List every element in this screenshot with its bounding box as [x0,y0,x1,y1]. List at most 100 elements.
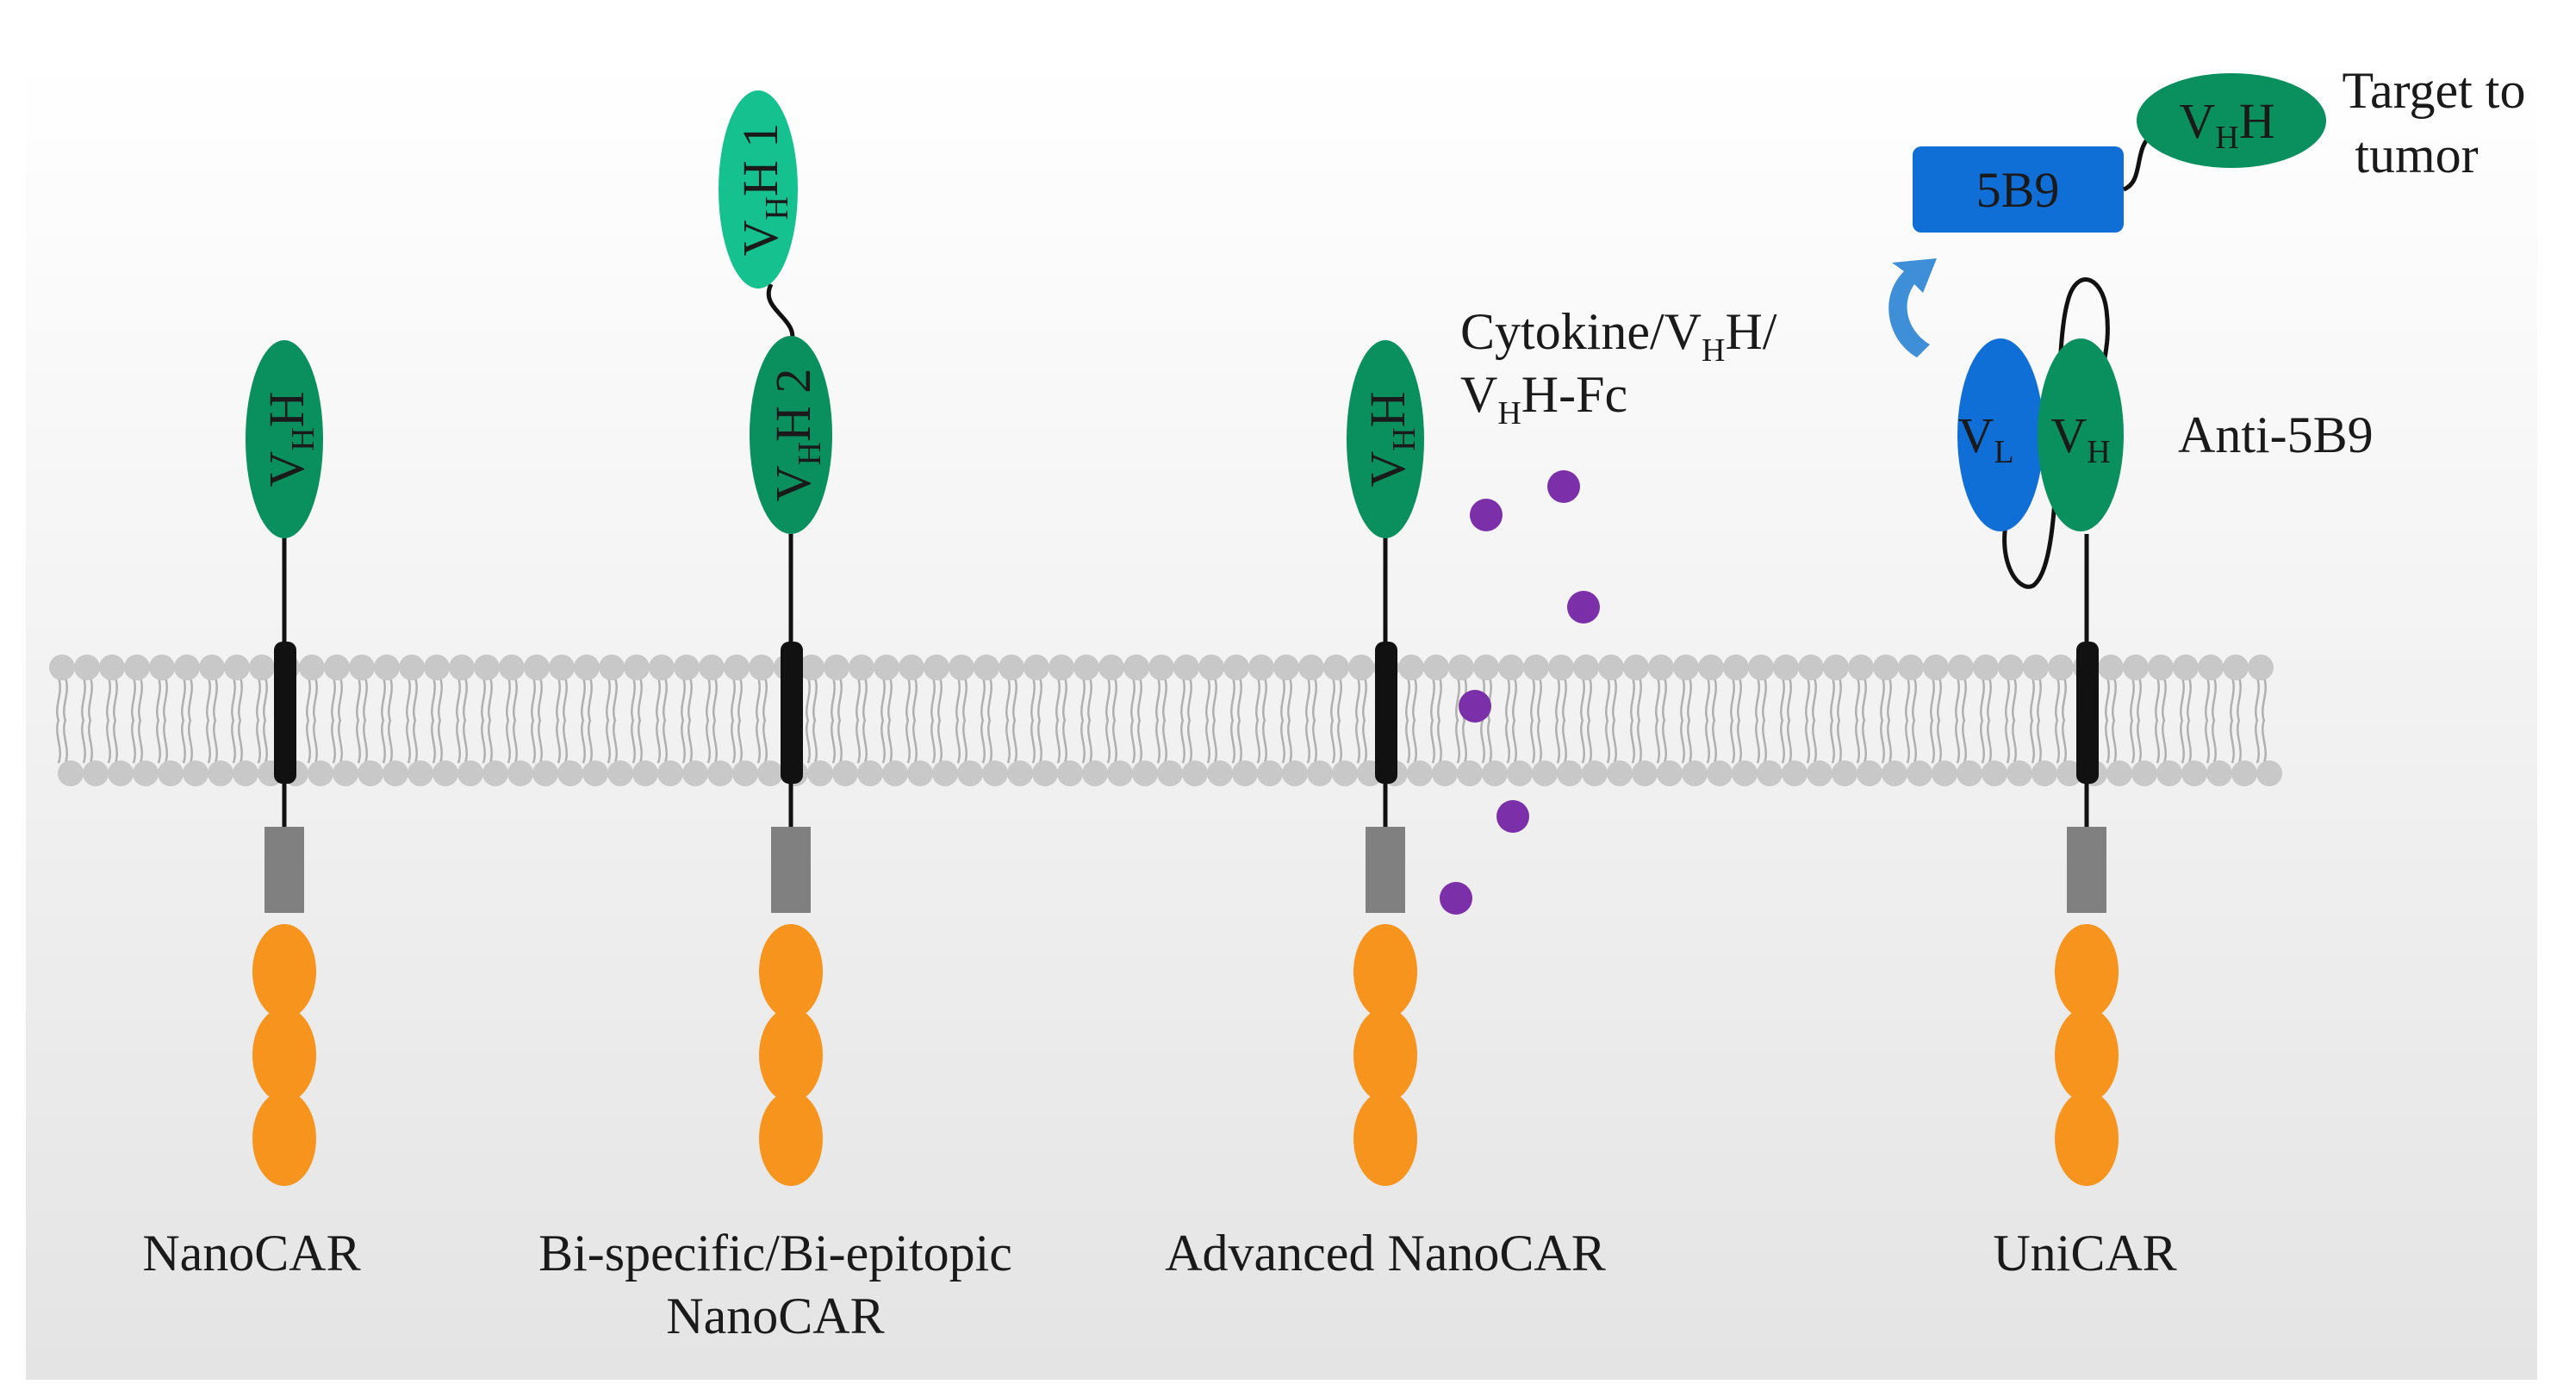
lipid-tail [231,719,236,764]
lipid-tail [606,719,611,764]
lipid-head [2181,760,2207,786]
adaptor-target-label-line2: tumor [2355,127,2478,183]
lipid-head [1573,655,1599,680]
lipid-head [449,655,475,680]
lipid-tail [1930,719,1935,764]
lipid-tail [106,719,111,764]
lipid-tail [431,719,436,764]
lipid-head [2106,760,2132,786]
lipid-tail [613,677,618,722]
lipid-tail [1862,677,1867,722]
lipid-head [474,655,500,680]
lipid-head [1623,655,1649,680]
lipid-tail [1080,719,1086,764]
lipid-head [174,655,200,680]
lipid-head [1823,655,1849,680]
lipid-tail [1962,719,1967,764]
lipid-tail [1812,677,1817,722]
lipid-tail [1012,719,1017,764]
lipid-tail [156,719,161,764]
lipid-tail [1355,719,1360,764]
lipid-tail [1105,719,1111,764]
bispecific-signaling-domain-3 [759,1091,823,1186]
lipid-head [932,760,958,786]
lipid-tail [1762,719,1767,764]
lipid-head [1882,760,1907,786]
lipid-tail [1012,677,1017,722]
lipid-tail [1330,677,1335,722]
lipid-head [557,760,583,786]
lipid-tail [1355,677,1360,722]
lipid-tail [731,677,736,722]
lipid-tail [1005,719,1011,764]
lipid-tail [1455,677,1460,722]
lipid-tail [506,719,511,764]
lipid-head [1607,760,1633,786]
lipid-tail [138,677,143,722]
lipid-tail [706,719,711,764]
lipid-head [432,760,458,786]
lipid-tail [81,719,86,764]
lipid-head [824,655,849,680]
lipid-head [1498,655,1524,680]
unicar-signaling-domain-2 [2055,1008,2119,1102]
lipid-head [1748,655,1774,680]
lipid-tail [456,677,461,722]
lipid-tail [256,677,261,722]
lipid-tail [1187,677,1192,722]
lipid-tail [538,677,543,722]
lipid-head [2123,655,2149,680]
lipid-head [83,760,109,786]
lipid-head [1807,760,1832,786]
lipid-head [957,760,983,786]
lipid-tail [887,719,893,764]
lipid-tail [962,719,968,764]
lipid-tail [663,719,668,764]
lipid-tail [812,677,818,722]
lipid-head [1723,655,1749,680]
lipid-tail [1505,677,1510,722]
lipid-head [607,760,633,786]
lipid-head [857,760,883,786]
lipid-tail [2030,677,2035,722]
lipid-head [1457,760,1483,786]
lipid-head [524,655,550,680]
lipid-tail [1562,719,1567,764]
lipid-tail [1255,719,1260,764]
lipid-tail [2162,719,2167,764]
lipid-tail [806,719,811,764]
lipid-head [1223,655,1249,680]
lipid-tail [2212,719,2217,764]
lipid-tail [955,677,961,722]
lipid-tail [1705,677,1710,722]
lipid-tail [1480,719,1485,764]
lipid-tail [1612,677,1617,722]
lipid-tail [1655,677,1660,722]
lipid-tail [1312,677,1317,722]
lipid-tail [631,719,636,764]
bispecific-label-line1: Bi-specific/Bi-epitopic [538,1225,1012,1282]
lipid-tail [756,719,761,764]
lipid-tail [1180,719,1185,764]
advanced-nanocar-label: Advanced NanoCAR [1165,1225,1606,1282]
lipid-head [1932,760,1957,786]
lipid-tail [1580,719,1585,764]
lipid-tail [2012,677,2017,722]
lipid-tail [88,677,93,722]
lipid-tail [887,677,893,722]
lipid-head [1773,655,1799,680]
lipid-head [2032,760,2057,786]
lipid-tail [1312,719,1317,764]
lipid-head [158,760,184,786]
lipid-bilayer-membrane [49,655,2282,786]
lipid-tail [181,719,186,764]
lipid-tail [681,677,686,722]
lipid-tail [1280,677,1285,722]
lipid-head [2131,760,2157,786]
lipid-head [324,655,350,680]
lipid-head [599,655,625,680]
lipid-tail [1130,677,1136,722]
lipid-tail [2237,719,2242,764]
lipid-tail [338,677,343,722]
lipid-tail [1630,677,1635,722]
